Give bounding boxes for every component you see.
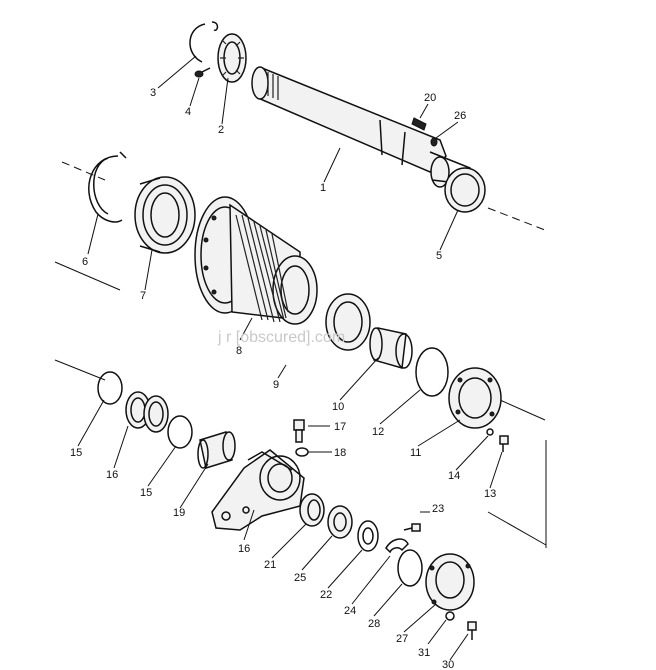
part-15-o-ring-a: [97, 371, 123, 405]
callout-12: 12: [372, 426, 384, 438]
part-9-bearing: [325, 293, 371, 351]
callout-25: 24: [344, 605, 356, 617]
part-17-bracket: [211, 449, 305, 531]
part-23-lock-washer: [357, 520, 379, 552]
part-30-bolt: [467, 621, 477, 640]
part-26-nut: [327, 505, 353, 539]
callout-21: 20: [424, 92, 436, 104]
callout-5: 5: [436, 250, 442, 262]
callout-1: 1: [320, 182, 326, 194]
callout-15-lower: 15: [140, 487, 152, 499]
part-8-hub: [194, 196, 318, 325]
callout-26: 25: [294, 572, 306, 584]
callout-4: 4: [185, 106, 191, 118]
watermark-text: j r [obscured].com: [217, 329, 345, 346]
axis-line-upper-right: [487, 207, 546, 231]
callout-11: 11: [410, 447, 421, 459]
callout-27: 26: [454, 110, 466, 122]
part-14-washer: [486, 428, 494, 436]
callout-20: 19: [173, 507, 185, 519]
callout-labels: 3 4 2 20 26 1 5 6 7 8 9 10 12 11 14 13 1…: [70, 87, 496, 670]
part-31-washer: [445, 611, 455, 621]
callout-30: 30: [442, 659, 454, 670]
callout-9: 9: [273, 379, 279, 391]
part-4-bolt: [194, 67, 211, 78]
axis-line-left-lower: [54, 359, 106, 381]
callout-2: 2: [218, 124, 224, 136]
callout-29: 28: [368, 618, 380, 630]
part-18-bolt: [293, 419, 305, 443]
callout-15-upper: 15: [70, 447, 82, 459]
callout-3: 3: [150, 87, 156, 99]
callout-17: 16: [238, 543, 250, 555]
part-24-bolt: [403, 523, 421, 532]
callout-31: 31: [418, 647, 430, 659]
part-3-snap-ring: [189, 21, 219, 63]
part-11-flange: [448, 367, 502, 429]
part-20-bushing: [197, 431, 236, 469]
callout-10: 10: [332, 401, 344, 413]
part-12-o-ring: [415, 347, 449, 397]
part-21-key: [411, 117, 427, 131]
part-16-seal: [125, 391, 169, 433]
part-19-washer: [295, 447, 309, 457]
part-13-bolt: [499, 435, 509, 452]
axis-line-right-lower: [487, 511, 547, 546]
part-6-snap-ring: [88, 151, 127, 223]
callout-16: 16: [106, 469, 118, 481]
callout-19: 18: [334, 447, 346, 459]
callout-24: 23: [432, 503, 444, 515]
leader-lines: [77, 55, 503, 661]
callout-8: 8: [236, 345, 242, 357]
callout-7: 7: [140, 290, 146, 302]
part-1-shaft: [251, 66, 471, 188]
callout-28: 27: [396, 633, 408, 645]
axis-line-right-mid: [499, 399, 546, 421]
callout-14: 14: [448, 470, 460, 482]
part-22-seal: [299, 493, 325, 527]
part-27-pin: [430, 137, 438, 147]
callout-18: 17: [334, 421, 346, 433]
callout-13: 13: [484, 488, 496, 500]
part-2-seal: [217, 33, 247, 83]
part-28-cover: [425, 553, 475, 611]
part-7-bearing: [134, 176, 196, 254]
part-25-plate: [385, 538, 409, 554]
callout-22: 21: [264, 559, 276, 571]
callout-23: 22: [320, 589, 332, 601]
axis-line-upper-left: [61, 161, 106, 181]
callout-6: 6: [82, 256, 88, 268]
part-10-sleeve: [369, 327, 413, 369]
axis-line-left-mid: [54, 261, 121, 291]
part-5-ring: [444, 167, 486, 213]
part-15-o-ring-b: [167, 415, 193, 449]
part-29-o-ring: [397, 549, 423, 587]
